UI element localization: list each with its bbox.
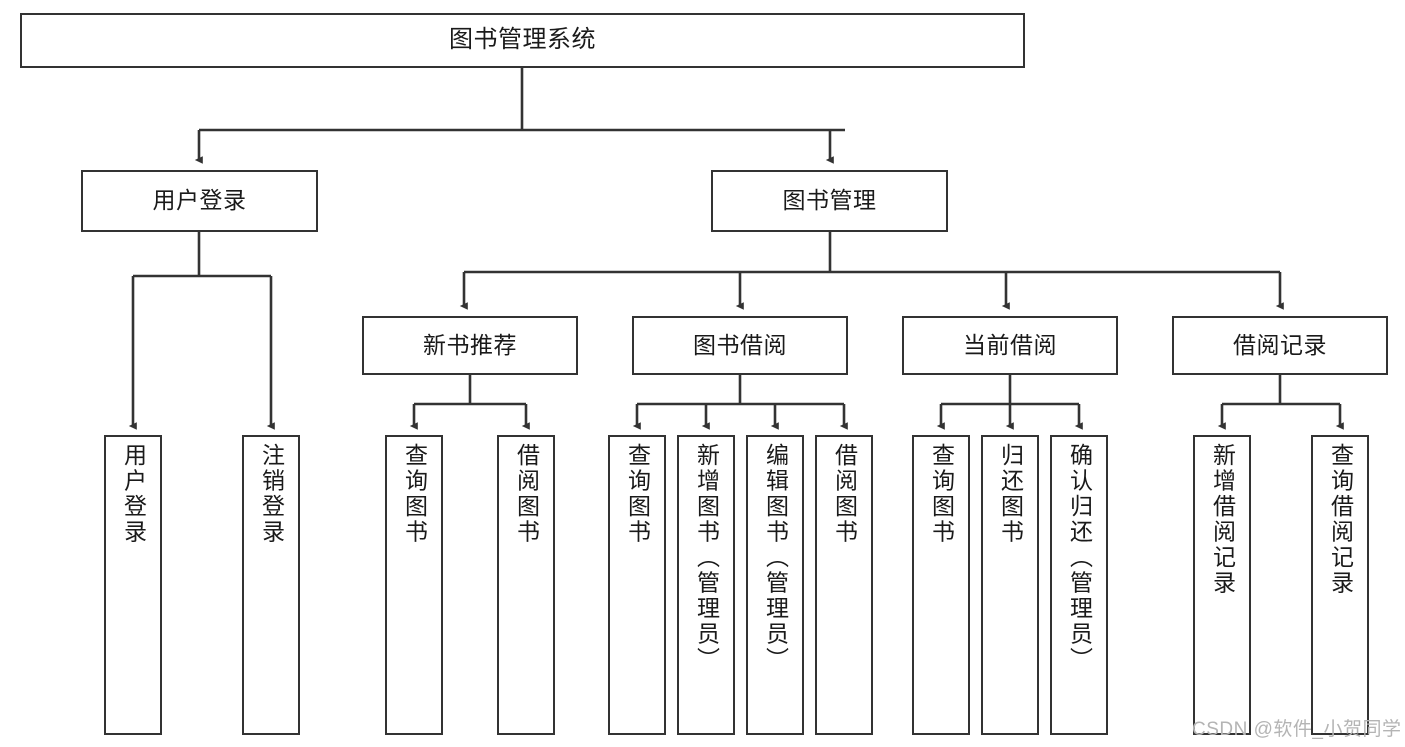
node-label: 当前借阅: [963, 331, 1057, 358]
leaf-add-borrow-record[interactable]: 新增借阅记录: [1193, 435, 1251, 735]
node-label: 确认归还（管理员）: [1066, 443, 1093, 673]
leaf-borrow-book-borrow[interactable]: 借阅图书: [815, 435, 873, 735]
node-label: 查询借阅记录: [1327, 443, 1354, 596]
node-label: 编辑图书（管理员）: [762, 443, 789, 673]
node-label: 图书借阅: [693, 331, 787, 358]
node-user-login[interactable]: 用户登录: [81, 170, 318, 232]
leaf-add-book-admin[interactable]: 新增图书（管理员）: [677, 435, 735, 735]
leaf-query-book-new-rec[interactable]: 查询图书: [385, 435, 443, 735]
node-label: 图书管理: [782, 187, 877, 214]
node-borrow-record[interactable]: 借阅记录: [1172, 316, 1388, 375]
node-label: 用户登录: [120, 443, 147, 545]
node-book-manage[interactable]: 图书管理: [711, 170, 948, 232]
leaf-query-book-borrow[interactable]: 查询图书: [608, 435, 666, 735]
leaf-borrow-book-new-rec[interactable]: 借阅图书: [497, 435, 555, 735]
node-label: 用户登录: [152, 187, 247, 214]
node-label: 借阅记录: [1233, 331, 1327, 358]
node-new-book-recommend[interactable]: 新书推荐: [362, 316, 578, 375]
csdn-watermark: CSDN @软件_小贺同学: [1192, 719, 1402, 740]
leaf-edit-book-admin[interactable]: 编辑图书（管理员）: [746, 435, 804, 735]
leaf-user-login[interactable]: 用户登录: [104, 435, 162, 735]
node-label: 归还图书: [997, 443, 1024, 545]
leaf-return-book[interactable]: 归还图书: [981, 435, 1039, 735]
node-label: 注销登录: [258, 443, 285, 545]
leaf-logout[interactable]: 注销登录: [242, 435, 300, 735]
node-label: 查询图书: [928, 443, 955, 545]
node-label: 新增图书（管理员）: [693, 443, 720, 673]
node-current-borrow[interactable]: 当前借阅: [902, 316, 1118, 375]
node-label: 借阅图书: [513, 443, 540, 545]
leaf-query-borrow-record[interactable]: 查询借阅记录: [1311, 435, 1369, 735]
leaf-confirm-return-admin[interactable]: 确认归还（管理员）: [1050, 435, 1108, 735]
node-label: 新增借阅记录: [1209, 443, 1236, 596]
node-label: 新书推荐: [423, 331, 517, 358]
node-label: 借阅图书: [831, 443, 858, 545]
node-root-book-management-system[interactable]: 图书管理系统: [20, 13, 1025, 68]
leaf-query-book-current[interactable]: 查询图书: [912, 435, 970, 735]
node-book-borrow[interactable]: 图书借阅: [632, 316, 848, 375]
node-label: 查询图书: [401, 443, 428, 545]
node-label: 图书管理系统: [449, 26, 596, 54]
node-label: 查询图书: [624, 443, 651, 545]
